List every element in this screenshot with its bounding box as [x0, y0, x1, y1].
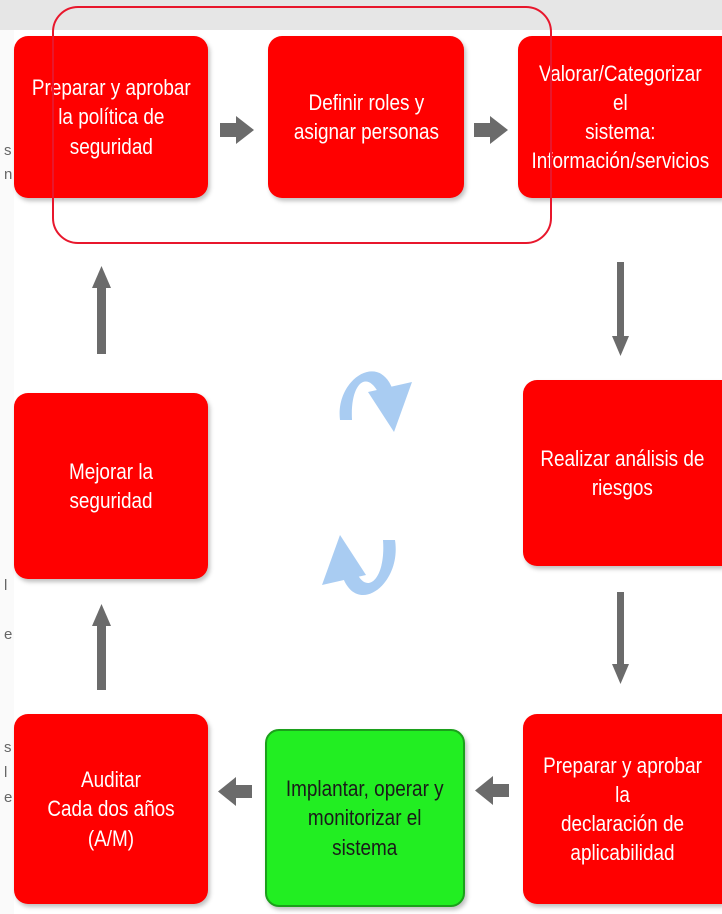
cut-text-fragment: s	[4, 142, 12, 159]
step-label: Definir roles y asignar personas	[293, 89, 439, 144]
step-label: Mejorar la seguridad	[68, 458, 154, 513]
arrow-left-icon	[475, 776, 509, 805]
step-roles-box: Definir roles y asignar personas	[268, 36, 464, 198]
step-implement-box: Implantar, operar y monitorizar el siste…	[265, 729, 465, 907]
step-label: Auditar Cada dos años (A/M)	[47, 767, 175, 851]
step-label: Preparar y aprobar la declaración de apl…	[543, 752, 702, 866]
arrow-right-icon	[220, 116, 254, 144]
cut-text-fragment: l	[4, 764, 8, 781]
cut-text-fragment: e	[4, 789, 13, 806]
step-label: Realizar análisis de riesgos	[540, 445, 705, 500]
step-risk-analysis-box: Realizar análisis de riesgos	[523, 380, 722, 566]
step-label: Implantar, operar y monitorizar el siste…	[286, 776, 444, 860]
refresh-cycle-icon	[322, 371, 412, 596]
cut-text-fragment: e	[4, 626, 13, 643]
step-improve-box: Mejorar la seguridad	[14, 393, 208, 579]
highlight-outline	[52, 6, 552, 244]
arrow-down-icon	[612, 262, 629, 356]
left-text-strip	[0, 30, 14, 914]
arrow-up-icon	[92, 266, 111, 354]
arrow-right-icon	[474, 116, 508, 144]
step-applicability-box: Preparar y aprobar la declaración de apl…	[523, 714, 722, 904]
cut-text-fragment: l	[4, 577, 8, 594]
arrow-down-icon	[612, 592, 629, 684]
step-policy-box: Preparar y aprobar la política de seguri…	[14, 36, 208, 198]
step-label: Valorar/Categorizar el sistema: Informac…	[531, 60, 709, 174]
step-label: Preparar y aprobar la política de seguri…	[31, 75, 191, 159]
top-bar	[0, 0, 722, 30]
step-audit-box: Auditar Cada dos años (A/M)	[14, 714, 208, 904]
cut-text-fragment: s	[4, 739, 12, 756]
cut-text-fragment: n	[4, 166, 13, 183]
step-categorize-box: Valorar/Categorizar el sistema: Informac…	[518, 36, 722, 198]
arrow-left-icon	[218, 777, 252, 806]
arrow-up-icon	[92, 604, 111, 690]
